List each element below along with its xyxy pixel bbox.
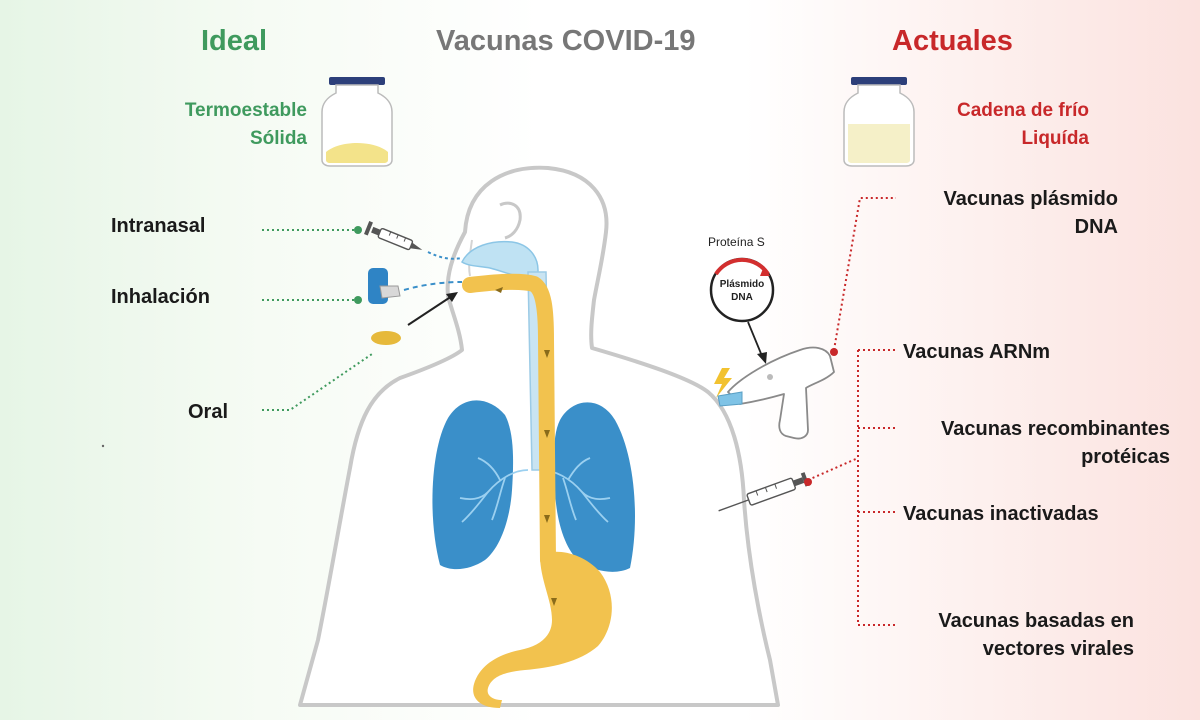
route-inhalacion: Inhalación [111,286,210,308]
right-vial-line1: Cadena de frío [957,100,1089,121]
type-viral-vector-line1: Vacunas basadas en [938,610,1134,632]
type-dots [804,348,838,486]
type-connectors [807,197,896,626]
nasal-syringe-icon [364,220,423,251]
plasmid-center-line2: DNA [731,292,753,303]
electroporation-device-icon [717,346,835,440]
liquid-vial [843,77,915,167]
protein-s-label: Proteína S [708,235,765,249]
type-recombinant-line1: Vacunas recombinantes [941,418,1170,440]
route-intranasal: Intranasal [111,215,206,237]
route-connectors [262,229,373,411]
bronchi [459,457,611,523]
ideal-heading: Ideal [201,25,268,57]
type-plasmid-dna-line1: Vacunas plásmido [943,188,1118,210]
face-profile [499,201,522,240]
nasal-spray-path [427,251,463,260]
route-oral: Oral [188,401,229,423]
stomach [473,551,612,708]
lightning-icon [714,368,732,398]
left-lung [432,400,514,570]
type-plasmid-dna-line2: DNA [1074,216,1118,238]
right-vial-line2: Liquída [1021,128,1089,149]
solid-vial [321,77,393,167]
type-recombinant-line2: protéicas [1081,446,1170,468]
route-dots [354,226,362,304]
left-vial-line1: Termoestable [184,100,307,121]
plasmid-center-line1: Plásmido [719,279,765,290]
inhale-path [403,281,463,291]
right-lung [554,402,635,572]
inhaler-icon [368,268,401,304]
left-vial-line2: Sólida [249,128,307,149]
esophagus [462,273,556,568]
actuales-heading: Actuales [892,25,1013,57]
page-title: Vacunas COVID-19 [436,25,696,57]
oral-arrow [407,292,458,326]
pill-icon [371,331,401,345]
type-inactivated: Vacunas inactivadas [903,503,1099,525]
type-arnm: Vacunas ARNm [903,341,1051,363]
type-viral-vector-line2: vectores virales [982,638,1134,660]
plasmid-diagram [709,257,775,364]
flow-arrows [495,287,557,606]
